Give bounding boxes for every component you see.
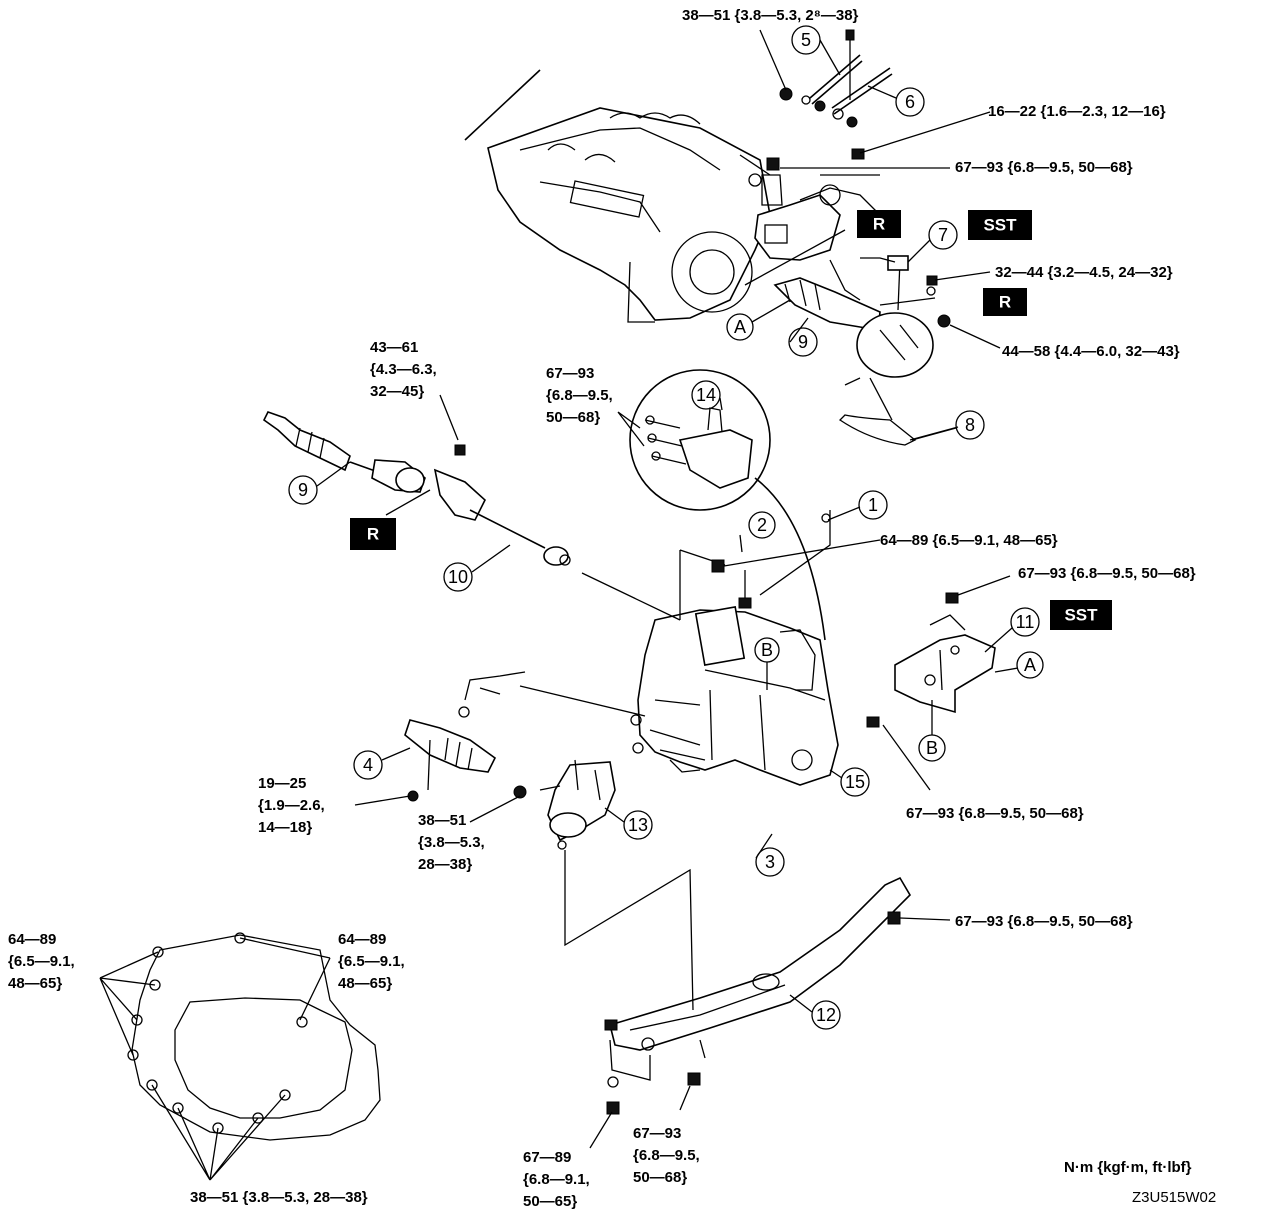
svg-text:SST: SST <box>983 216 1017 235</box>
tag-r-right: R <box>983 288 1027 316</box>
torque-labels: 38—51 {3.8—5.3, 2⁸—38} 16—22 {1.6—2.3, 1… <box>8 7 1216 1210</box>
torque-38-51-mid-l3: 28—38} <box>418 856 472 873</box>
units-label: N·m {kgf·m, ft·lbf} <box>1064 1159 1192 1176</box>
torque-67-93-stack-l2: {6.8—9.5, <box>546 387 613 404</box>
torque-38-51-bottom: 38—51 {3.8—5.3, 28—38} <box>190 1189 368 1206</box>
svg-text:B: B <box>926 738 938 758</box>
torque-64-89-right-l3: 48—65} <box>338 975 392 992</box>
torque-67-89-l3: 50—65} <box>523 1193 577 1210</box>
clutch-release-cylinder <box>404 671 526 802</box>
svg-text:A: A <box>1024 655 1036 675</box>
callout-12: 12 <box>811 1000 841 1030</box>
svg-text:11: 11 <box>1016 612 1035 632</box>
torque-67-89-l2: {6.8—9.1, <box>523 1171 590 1188</box>
torque-67-93-bottom-l2: {6.8—9.5, <box>633 1147 700 1164</box>
tag-r-top: R <box>857 210 901 238</box>
torque-32-44: 32—44 {3.2—4.5, 24—32} <box>995 264 1173 281</box>
torque-38-51-mid-l1: 38—51 <box>418 812 466 829</box>
torque-38-51-mid-l2: {3.8—5.3, <box>418 834 485 851</box>
torque-67-93-bottom-l1: 67—93 <box>633 1125 681 1142</box>
torque-67-93-stack-l3: 50—68} <box>546 409 600 426</box>
marker-b-bracket: B <box>918 734 946 762</box>
torque-19-25-l3: 14—18} <box>258 819 312 836</box>
torque-44-58: 44—58 {4.4—6.0, 32—43} <box>1002 343 1180 360</box>
left-driveshaft <box>262 411 571 566</box>
marker-a-top: A <box>726 313 754 341</box>
callout-3: 3 <box>755 847 785 877</box>
torque-16-22: 16—22 {1.6—2.3, 12—16} <box>988 103 1166 120</box>
svg-text:R: R <box>999 293 1011 312</box>
figure-code: Z3U515W02 <box>1132 1189 1216 1206</box>
torque-64-89-right-l2: {6.5—9.1, <box>338 953 405 970</box>
svg-text:5: 5 <box>801 30 811 50</box>
cable-assembly-top <box>766 29 893 171</box>
torque-top: 38—51 {3.8—5.3, 2⁸—38} <box>682 7 859 24</box>
tag-sst-right: SST <box>1050 600 1112 630</box>
svg-text:15: 15 <box>845 772 865 792</box>
callout-2: 2 <box>748 511 776 539</box>
torque-64-89-left-l1: 64—89 <box>8 931 56 948</box>
right-bracket-11 <box>866 592 996 728</box>
marker-a-right: A <box>1016 651 1044 679</box>
torque-67-93-bottom-l3: 50—68} <box>633 1169 687 1186</box>
torque-64-89-mid: 64—89 {6.5—9.1, 48—65} <box>880 532 1058 549</box>
svg-text:14: 14 <box>696 385 716 405</box>
torque-67-93-crossmember: 67—93 {6.8—9.5, 50—68} <box>955 913 1133 930</box>
svg-text:B: B <box>761 640 773 660</box>
torque-43-61-l3: 32—45} <box>370 383 424 400</box>
callout-1: 1 <box>858 490 888 520</box>
svg-text:SST: SST <box>1064 606 1098 625</box>
right-driveshaft-bearing <box>773 255 951 446</box>
callout-4: 4 <box>353 750 383 780</box>
callout-5: 5 <box>791 25 821 55</box>
torque-64-89-left-l2: {6.5—9.1, <box>8 953 75 970</box>
svg-text:1: 1 <box>868 495 878 515</box>
transaxle-mount-13 <box>513 759 616 850</box>
torque-67-93-right: 67—93 {6.8—9.5, 50—68} <box>1018 565 1196 582</box>
svg-text:12: 12 <box>816 1005 836 1025</box>
callout-13: 13 <box>623 810 653 840</box>
callout-7: 7 <box>928 220 958 250</box>
torque-67-93-top: 67—93 {6.8—9.5, 50—68} <box>955 159 1133 176</box>
crossmember-12 <box>604 876 912 1081</box>
svg-text:9: 9 <box>798 332 808 352</box>
svg-text:6: 6 <box>905 92 915 112</box>
tag-sst-top: SST <box>968 210 1032 240</box>
torque-64-89-right-l1: 64—89 <box>338 931 386 948</box>
transaxle-bolt-pattern <box>127 932 381 1141</box>
tag-r-left: R <box>350 518 396 550</box>
svg-text:7: 7 <box>938 225 948 245</box>
torque-19-25-l2: {1.9—2.6, <box>258 797 325 814</box>
torque-67-89-l1: 67—89 <box>523 1149 571 1166</box>
detail-circle-14 <box>629 369 826 641</box>
torque-43-61-l1: 43—61 <box>370 339 418 356</box>
callout-11: 11 <box>1010 607 1040 637</box>
svg-text:8: 8 <box>965 415 975 435</box>
torque-67-93-stack-l1: 67—93 <box>546 365 594 382</box>
svg-text:R: R <box>367 525 379 544</box>
svg-text:3: 3 <box>765 852 775 872</box>
torque-64-89-left-l3: 48—65} <box>8 975 62 992</box>
torque-67-93-bottomright: 67—93 {6.8—9.5, 50—68} <box>906 805 1084 822</box>
callout-8: 8 <box>955 410 985 440</box>
svg-text:10: 10 <box>448 567 468 587</box>
svg-text:R: R <box>873 215 885 234</box>
callout-15: 15 <box>840 767 870 797</box>
callout-9-left: 9 <box>288 475 318 505</box>
svg-text:9: 9 <box>298 480 308 500</box>
callout-14: 14 <box>691 380 721 410</box>
callout-6: 6 <box>895 87 925 117</box>
svg-text:4: 4 <box>363 755 373 775</box>
torque-19-25-l1: 19—25 <box>258 775 306 792</box>
transaxle-case <box>630 605 839 786</box>
torque-43-61-l2: {4.3—6.3, <box>370 361 437 378</box>
callout-10: 10 <box>443 562 473 592</box>
svg-text:13: 13 <box>628 815 648 835</box>
callout-9-right: 9 <box>788 327 818 357</box>
engine-block <box>464 69 771 323</box>
svg-text:A: A <box>734 317 746 337</box>
svg-text:2: 2 <box>757 515 767 535</box>
